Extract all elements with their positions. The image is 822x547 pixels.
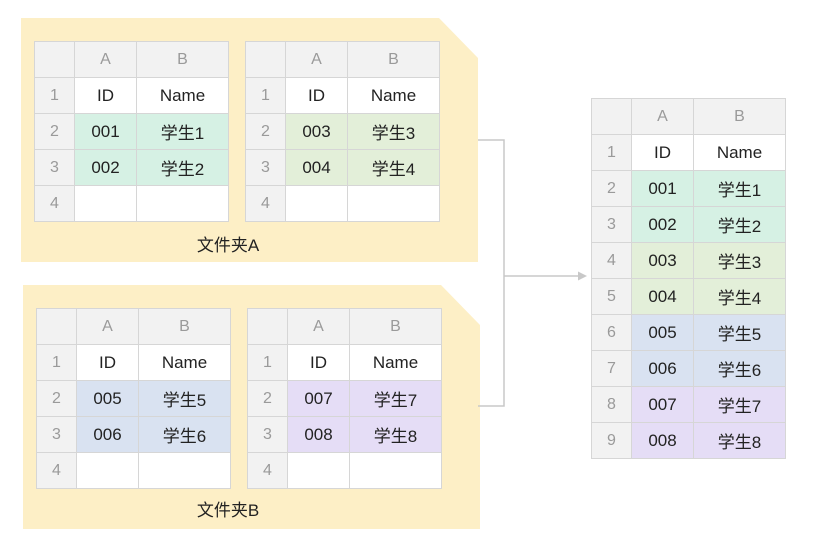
column-header-b: B [349,308,442,345]
cell: 学生8 [349,416,442,453]
cell: 003 [631,242,694,279]
cell: 学生8 [693,422,786,459]
column-header-b: B [347,41,440,78]
row-number: 1 [591,134,632,171]
cell: 学生7 [693,386,786,423]
cell: 004 [631,278,694,315]
cell: 007 [631,386,694,423]
cell: 学生4 [347,149,440,186]
row-number: 8 [591,386,632,423]
cell: 005 [76,380,139,417]
cell: 学生1 [136,113,229,150]
row-number: 4 [247,452,288,489]
merged-sheet: A B 1 ID Name 2 001 学生1 3 002 学生2 4 003 … [591,98,786,459]
arrow-head-icon [578,271,587,281]
row-number: 3 [245,149,286,186]
bracket-line [478,139,505,407]
cell: ID [74,77,137,114]
cell: 学生4 [693,278,786,315]
cell: 001 [74,113,137,150]
column-header-a: A [631,98,694,135]
row-number: 1 [36,344,77,381]
column-header-a: A [74,41,137,78]
folder-a-sheet-1: A B 1 ID Name 2 001 学生1 3 002 学生2 4 [34,41,229,222]
cell: Name [347,77,440,114]
cell [136,185,229,222]
row-number: 6 [591,314,632,351]
row-number: 2 [591,170,632,207]
folder-b-label: 文件夹B [196,501,260,520]
cell: 008 [631,422,694,459]
cell: 学生3 [347,113,440,150]
cell: 002 [631,206,694,243]
cell: 学生2 [136,149,229,186]
column-header-b: B [136,41,229,78]
folder-b-sheet-1: A B 1 ID Name 2 005 学生5 3 006 学生6 4 [36,308,231,489]
cell: 005 [631,314,694,351]
cell [76,452,139,489]
row-number: 5 [591,278,632,315]
row-number: 3 [36,416,77,453]
cell: ID [631,134,694,171]
corner-cell [591,98,632,135]
cell: 学生7 [349,380,442,417]
cell [74,185,137,222]
row-number: 2 [34,113,75,150]
cell: 学生5 [693,314,786,351]
cell: 学生2 [693,206,786,243]
column-header-a: A [76,308,139,345]
row-number: 7 [591,350,632,387]
row-number: 4 [34,185,75,222]
cell: 学生1 [693,170,786,207]
cell: Name [138,344,231,381]
column-header-a: A [285,41,348,78]
cell: Name [349,344,442,381]
row-number: 1 [247,344,288,381]
row-number: 3 [247,416,288,453]
cell: 002 [74,149,137,186]
row-number: 2 [36,380,77,417]
cell: 学生3 [693,242,786,279]
row-number: 3 [591,206,632,243]
cell [138,452,231,489]
row-number: 2 [245,113,286,150]
row-number: 4 [245,185,286,222]
cell [349,452,442,489]
folder-b-sheet-2: A B 1 ID Name 2 007 学生7 3 008 学生8 4 [247,308,442,489]
cell: 学生6 [138,416,231,453]
corner-cell [34,41,75,78]
cell: Name [693,134,786,171]
row-number: 2 [247,380,288,417]
cell: 001 [631,170,694,207]
folder-a-sheet-2: A B 1 ID Name 2 003 学生3 3 004 学生4 4 [245,41,440,222]
row-number: 4 [591,242,632,279]
column-header-a: A [287,308,350,345]
folder-a-label: 文件夹A [196,236,260,255]
column-header-b: B [693,98,786,135]
row-number: 9 [591,422,632,459]
cell: 006 [76,416,139,453]
cell: 006 [631,350,694,387]
cell: 003 [285,113,348,150]
cell: ID [285,77,348,114]
cell: 学生6 [693,350,786,387]
cell: 学生5 [138,380,231,417]
column-header-b: B [138,308,231,345]
cell [347,185,440,222]
row-number: 1 [245,77,286,114]
